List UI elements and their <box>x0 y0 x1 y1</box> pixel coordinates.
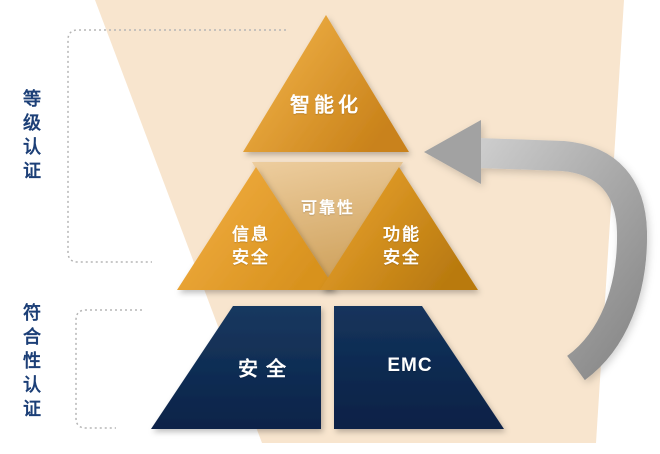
curved-arrow-head <box>424 120 481 184</box>
bottom-left-trapezoid-safety <box>151 306 321 429</box>
middle-left-triangle-information-security <box>177 167 336 290</box>
middle-inverted-triangle-reliability <box>252 162 403 288</box>
upper-group-dotted-bracket <box>67 29 286 263</box>
bottom-right-trapezoid-emc <box>334 306 504 429</box>
top-triangle-intelligence <box>243 15 409 152</box>
curved-arrow-body <box>477 138 648 381</box>
lower-group-dotted-bracket <box>75 309 142 429</box>
curved-arrow-icon <box>424 120 648 381</box>
middle-right-triangle-functional-safety <box>320 167 478 290</box>
